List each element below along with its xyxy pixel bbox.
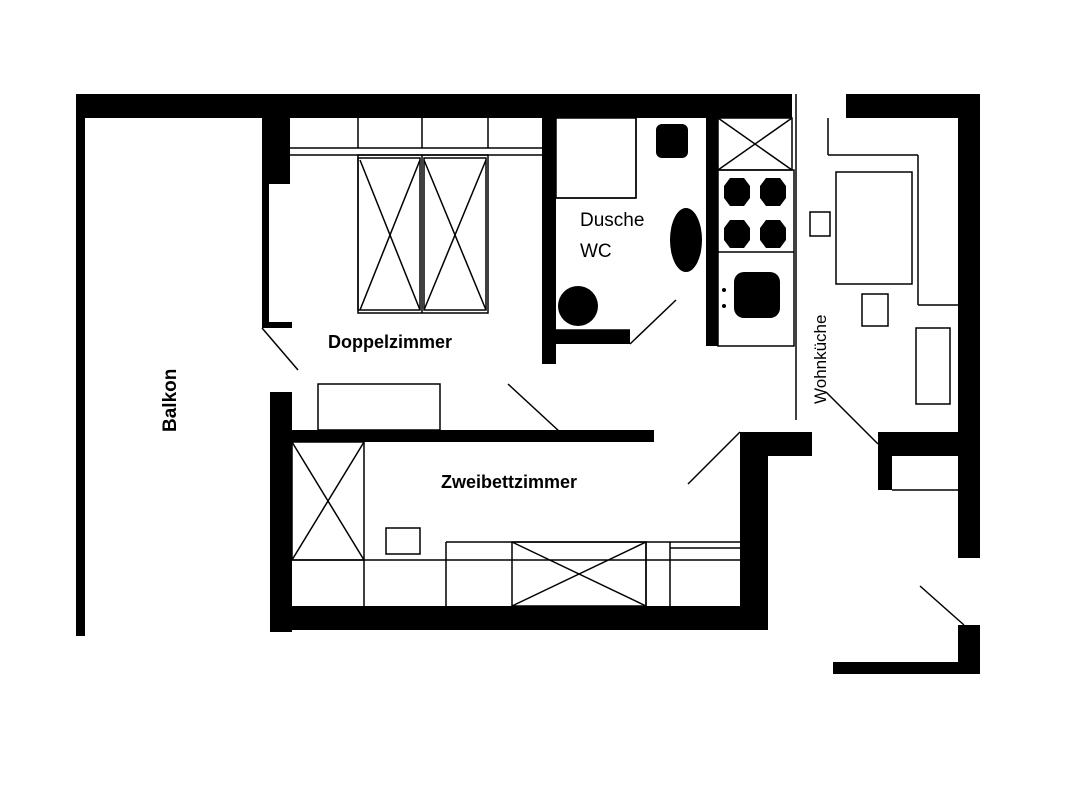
label-wc: WC [580, 241, 612, 262]
burner-4 [760, 220, 786, 248]
desk [317, 383, 441, 431]
burner-1 [724, 178, 750, 206]
wall-zweibett-bottom [270, 606, 768, 630]
room-labels: Balkon Doppelzimmer Dusche WC Wohnküche … [160, 210, 830, 492]
wall-doppel-left-thin [262, 184, 269, 326]
nightstand [385, 527, 421, 555]
label-doppelzimmer: Doppelzimmer [328, 332, 452, 352]
label-balkon: Balkon [160, 369, 181, 432]
dining-table [835, 171, 913, 285]
label-wohnkueche: Wohnküche [811, 315, 830, 404]
wall-bath-left [542, 118, 556, 364]
kitchen-sink [734, 272, 780, 318]
label-dusche: Dusche [580, 210, 644, 231]
side-unit [915, 327, 951, 405]
wall-doppel-left-cap [262, 322, 292, 328]
walls [76, 94, 980, 674]
chair-left [809, 211, 831, 237]
wall-bath-right [706, 118, 718, 346]
solid-fixtures [558, 124, 786, 326]
kitchen-counter [717, 169, 795, 347]
wall-right-lower [958, 625, 980, 673]
wall-top-right [846, 94, 980, 118]
burner-2 [760, 178, 786, 206]
toilet [656, 124, 688, 158]
wall-entry-stub-post [878, 432, 892, 490]
bathroom-sink [670, 208, 702, 272]
wall-bath-bottom [542, 330, 630, 344]
wall-top-left [76, 94, 792, 118]
label-zweibettzimmer: Zweibettzimmer [441, 472, 577, 492]
shower-drain [558, 286, 598, 326]
wall-partition-rooms [270, 430, 654, 442]
chair-bottom [861, 293, 889, 327]
wall-zweibett-right-cap [740, 432, 812, 456]
wall-bottom-right [833, 662, 980, 674]
wall-zweibett-left [270, 392, 292, 632]
fixtures [261, 94, 965, 626]
wall-right [958, 94, 980, 558]
wall-balcony-left [76, 94, 85, 636]
wall-zweibett-right [740, 432, 768, 630]
burner-3 [724, 220, 750, 248]
wall-doppel-left [262, 118, 290, 184]
